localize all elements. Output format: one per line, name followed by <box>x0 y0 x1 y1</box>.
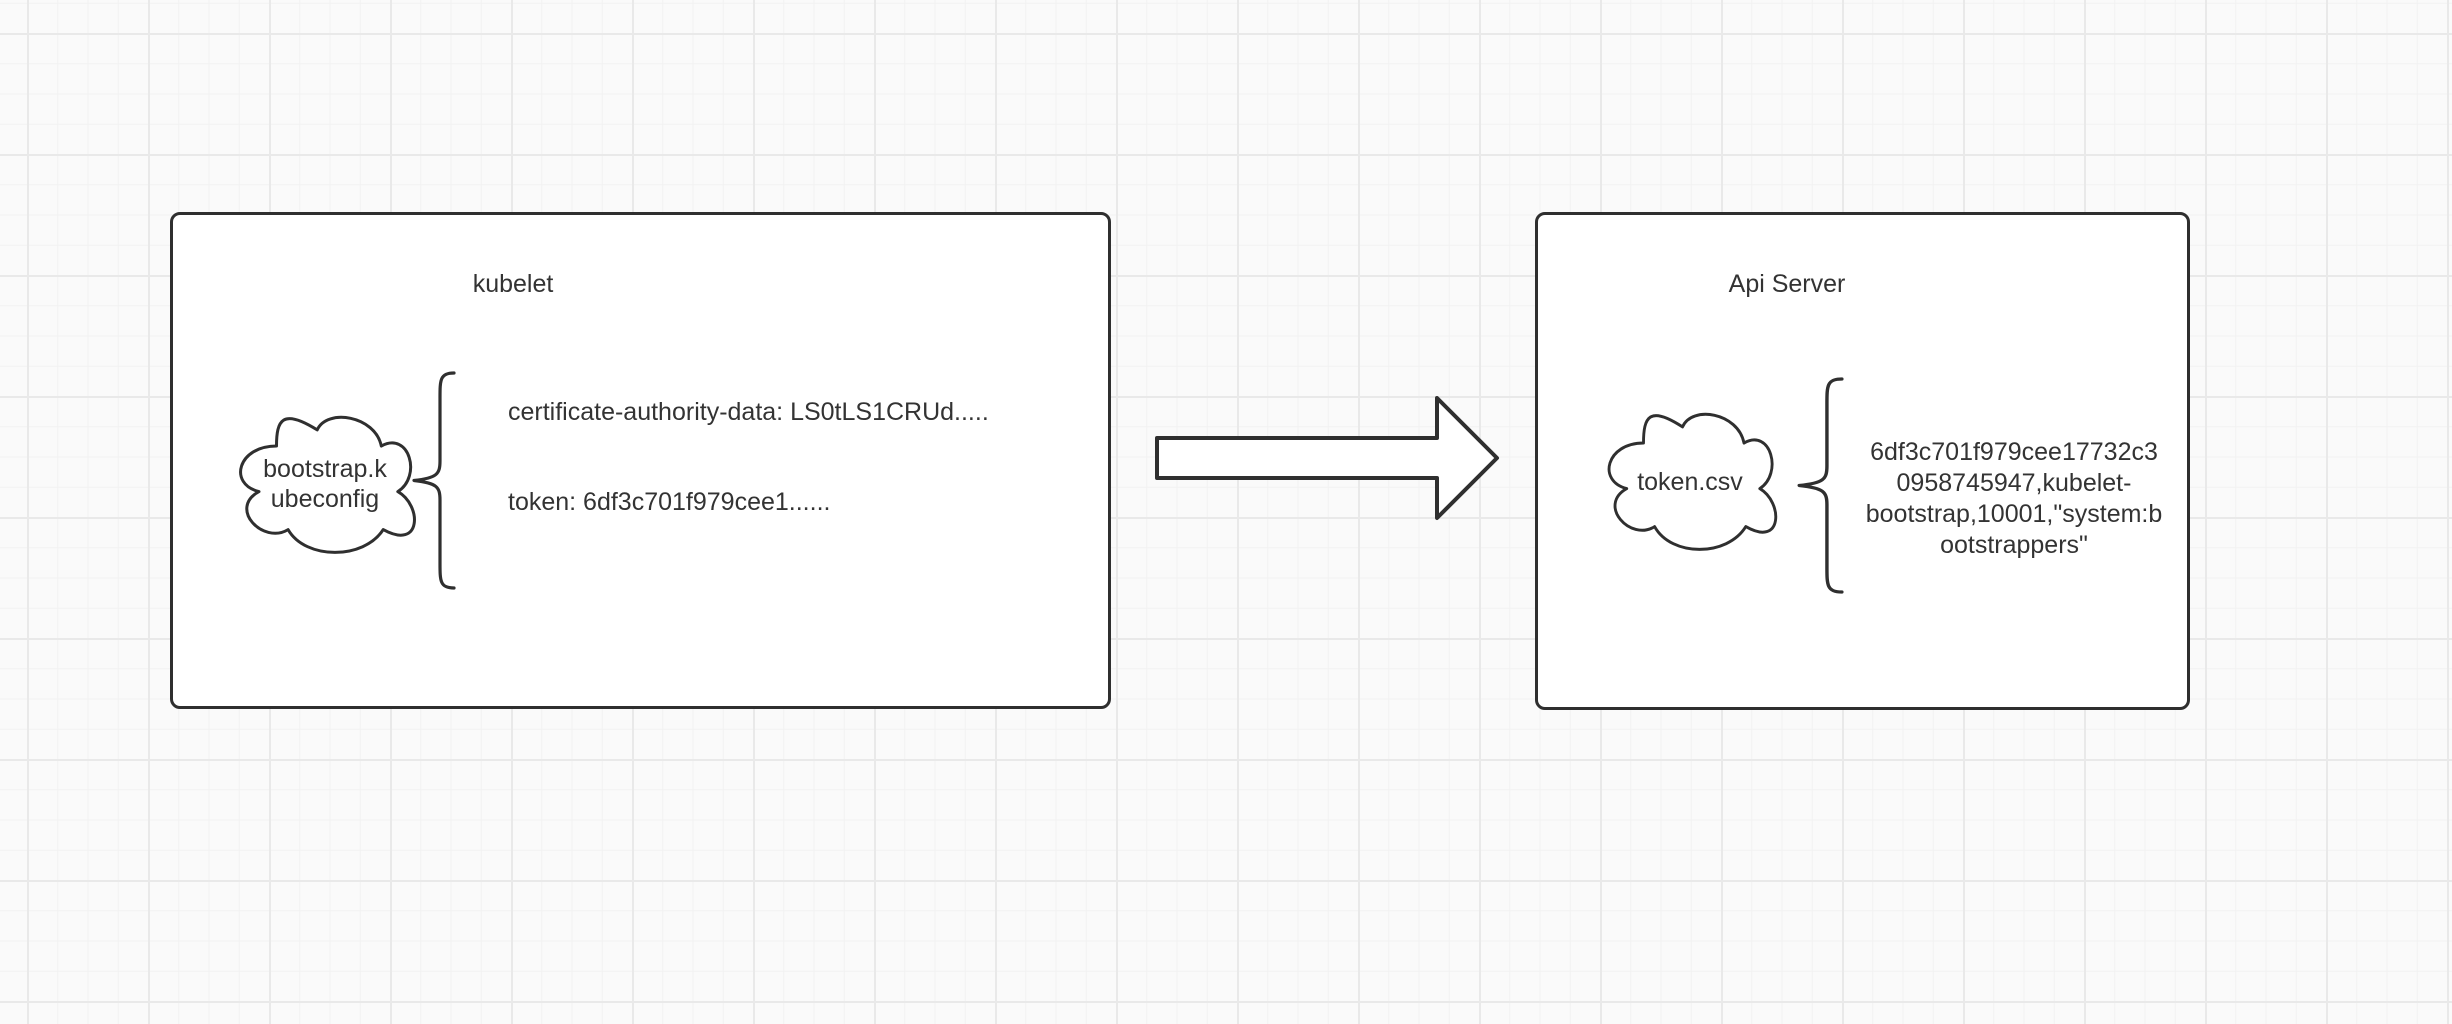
cloud-label-bootstrap-kubeconfig: bootstrap.k ubeconfig <box>263 454 387 514</box>
curly-brace-shape-apiserver[interactable] <box>1796 377 1844 594</box>
entry-token[interactable]: token: 6df3c701f979cee1...... <box>508 488 831 516</box>
node-apiserver-box[interactable] <box>1535 212 2190 710</box>
arrow-right-shape[interactable] <box>1155 395 1500 521</box>
cloud-shape-bootstrap-kubeconfig[interactable] <box>228 408 422 560</box>
cloud-label-line: bootstrap.k <box>263 455 387 483</box>
cloud-label-line: ubeconfig <box>270 485 380 513</box>
cloud-label-token-csv: token.csv <box>1637 468 1743 496</box>
arrow-right-icon <box>1155 396 1499 520</box>
entry-certificate-authority-data[interactable]: certificate-authority-data: LS0tLS1CRUd.… <box>508 398 989 426</box>
cloud-shape-token-csv[interactable] <box>1597 405 1783 557</box>
kubelet-title: kubelet <box>472 270 554 298</box>
curly-brace-icon <box>412 371 456 590</box>
curly-brace-shape-kubelet[interactable] <box>411 371 456 590</box>
apiserver-title: Api Server <box>1728 270 1846 298</box>
token-csv-value[interactable]: 6df3c701f979cee17732c3 0958745947,kubele… <box>1866 437 2163 561</box>
token-line: bootstrap,10001,"system:b <box>1865 500 2163 528</box>
curly-brace-icon <box>1797 377 1844 594</box>
token-line: 0958745947,kubelet- <box>1896 469 2132 497</box>
token-line: ootstrappers" <box>1940 531 2088 559</box>
cloud-icon <box>239 415 416 554</box>
cloud-icon <box>1607 412 1778 551</box>
token-line: 6df3c701f979cee17732c3 <box>1870 438 2158 466</box>
